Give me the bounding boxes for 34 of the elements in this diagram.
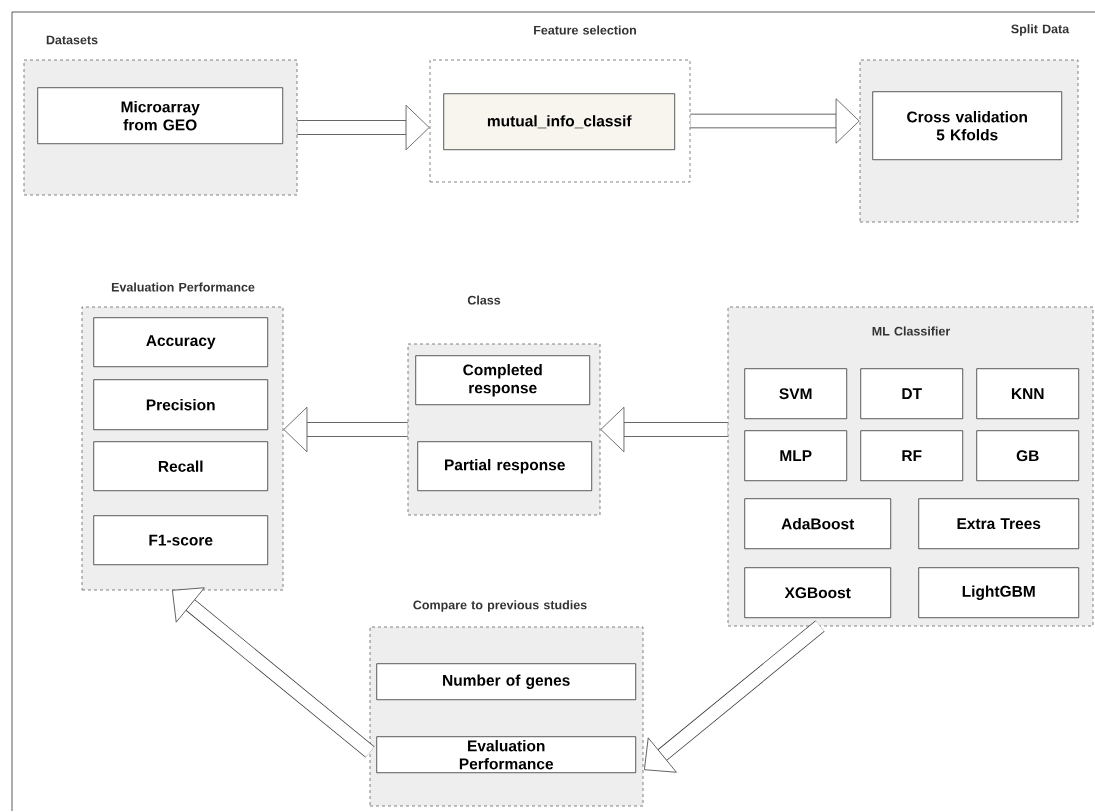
process-box: GB <box>976 430 1080 482</box>
process-box: F1-score <box>93 515 269 566</box>
process-box: Number of genes <box>376 663 637 701</box>
block-arrow <box>172 587 375 758</box>
process-box: SVM <box>744 368 848 420</box>
process-box: mutual_info_classif <box>443 93 676 151</box>
group-heading: Feature selection <box>534 25 636 35</box>
process-box: Recall <box>93 441 269 492</box>
group-heading: Datasets <box>46 35 98 45</box>
process-box: Precision <box>93 379 269 431</box>
process-box: RF <box>860 430 964 482</box>
block-arrow <box>297 104 430 151</box>
group-heading: Class <box>467 295 501 305</box>
process-box: Microarray from GEO <box>37 87 284 145</box>
process-box: DT <box>860 368 964 420</box>
block-arrow <box>283 406 408 453</box>
process-box: MLP <box>744 430 848 482</box>
process-box: Partial response <box>417 441 593 492</box>
block-arrow <box>644 620 825 773</box>
process-box: XGBoost <box>744 567 892 619</box>
process-box: Accuracy <box>93 317 269 368</box>
process-box: Cross validation 5 Kfolds <box>872 91 1063 161</box>
process-box: Completed response <box>415 355 591 406</box>
group-heading: Evaluation Performance <box>111 282 255 292</box>
process-box: AdaBoost <box>744 498 892 550</box>
process-box: Extra Trees <box>918 498 1080 550</box>
process-box: KNN <box>976 368 1080 420</box>
process-box: LightGBM <box>918 567 1080 619</box>
block-arrow <box>690 98 860 144</box>
group-heading: Split Data <box>1011 24 1070 36</box>
block-arrow <box>600 406 728 453</box>
group-heading: ML Classifier <box>872 326 951 336</box>
group-heading: Compare to previous studies <box>413 600 587 612</box>
process-box: Evaluation Performance <box>376 736 637 774</box>
